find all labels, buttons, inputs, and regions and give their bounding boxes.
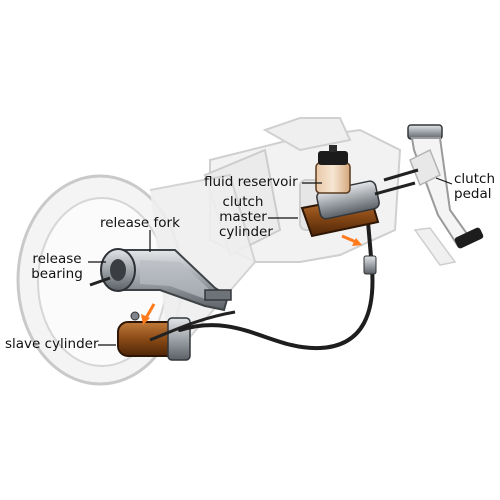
flow-arrow-slave — [141, 303, 156, 325]
label-slave-cylinder: slave cylinder — [5, 336, 99, 352]
clutch-pedal — [383, 124, 484, 249]
fluid-reservoir — [315, 145, 351, 194]
label-fluid-reservoir: fluid reservoir — [204, 174, 298, 190]
slave-cylinder — [117, 310, 236, 361]
leader-lines — [88, 177, 453, 346]
hose-fitting — [363, 255, 377, 275]
pedal-bracket — [413, 227, 457, 266]
label-clutch-master-cylinder: clutch master cylinder — [219, 194, 273, 240]
flow-arrow-master — [341, 234, 362, 246]
label-release-bearing: release bearing — [31, 251, 83, 282]
hydraulic-hose — [178, 220, 375, 351]
label-release-fork: release fork — [100, 215, 180, 231]
flow-arrows — [141, 234, 362, 325]
release-fork-assembly — [89, 248, 232, 312]
label-clutch-pedal: clutch pedal — [454, 171, 496, 202]
leader-clutch-pedal — [435, 177, 453, 185]
clutch-master-cylinder — [300, 180, 416, 238]
